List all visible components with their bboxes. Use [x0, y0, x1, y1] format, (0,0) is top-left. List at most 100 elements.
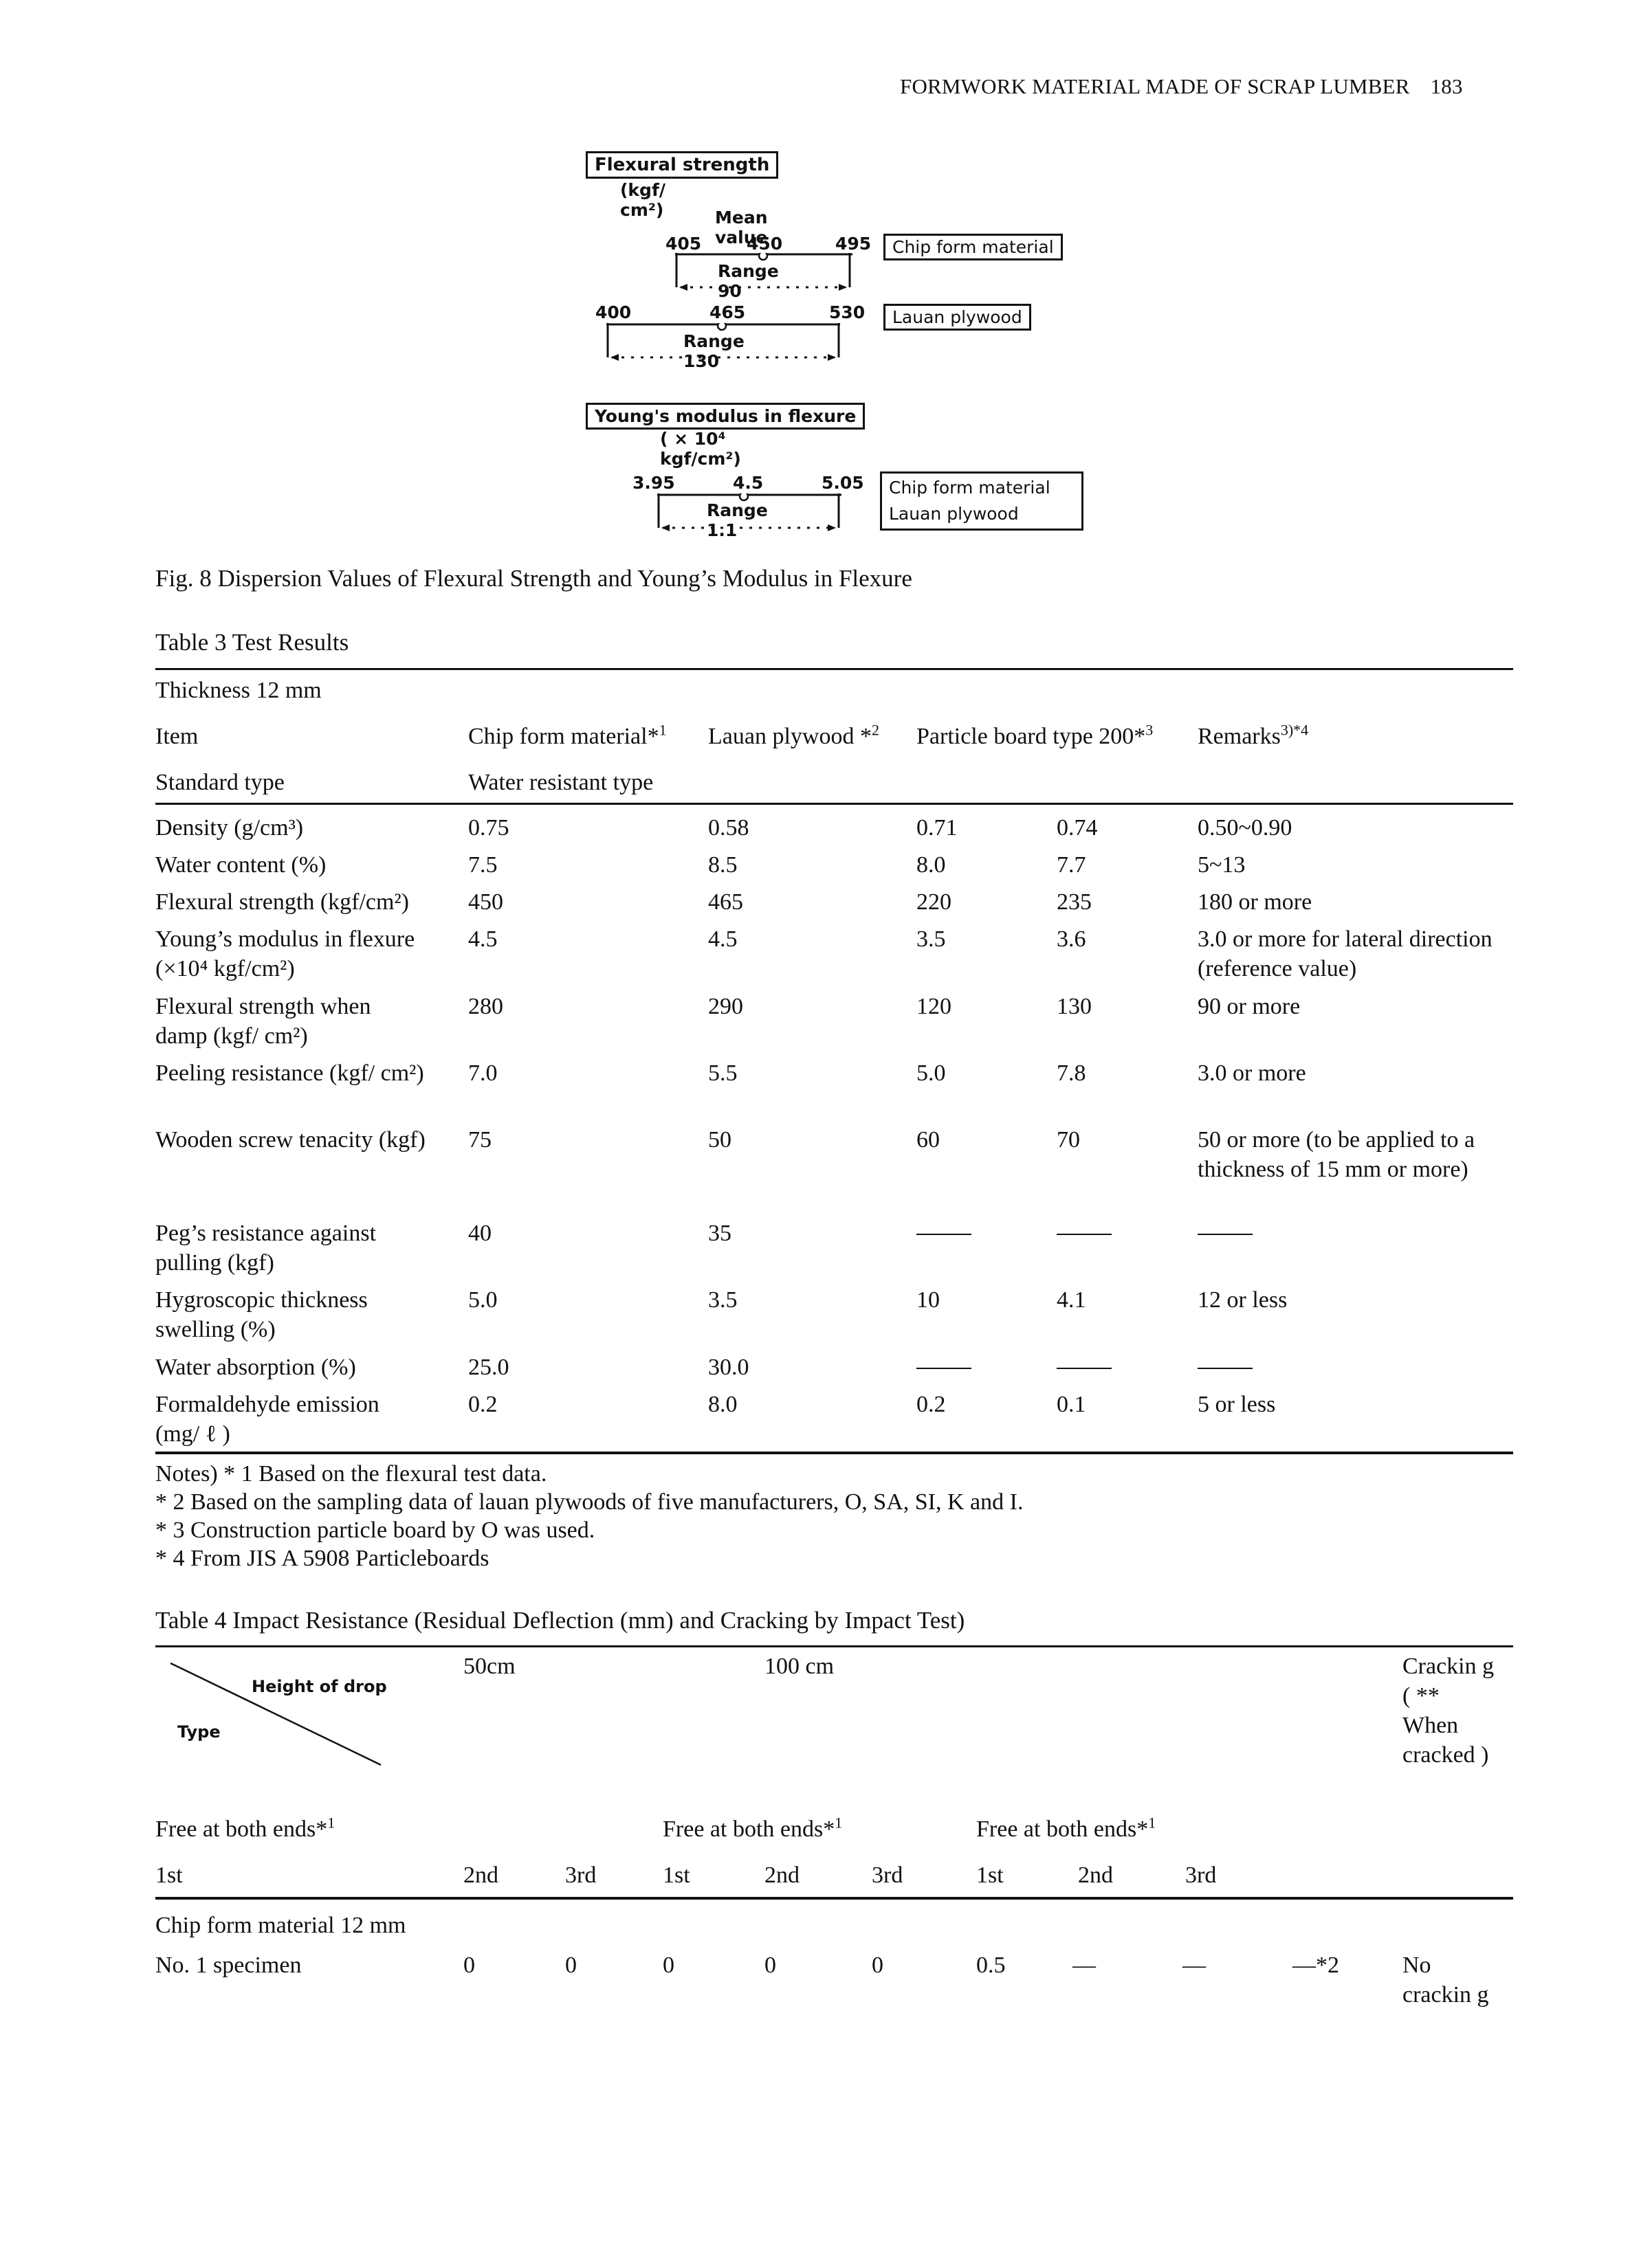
- empty-dash: [1057, 1368, 1112, 1369]
- table3-top-rule: [155, 668, 1513, 670]
- table3-cell-remarks: 90 or more: [1198, 994, 1301, 1019]
- chip-high: 495: [835, 234, 872, 254]
- col-lauan-sup: 2: [871, 721, 879, 739]
- free-ends-1-sup: 1: [327, 1814, 335, 1832]
- table3-cell-remarks: 180 or more: [1198, 889, 1312, 915]
- young-high: 5.05: [822, 473, 864, 493]
- table3-cell-lauan: 4.5: [708, 926, 738, 952]
- col-particle: Particle board type 200*3: [916, 722, 1153, 751]
- flexural-strength-box: Flexural strength: [586, 151, 779, 179]
- table3-cell-pb2: 130: [1057, 994, 1092, 1019]
- table3-cell-pb2: 7.7: [1057, 852, 1086, 878]
- young-range-bracket: [657, 493, 841, 531]
- table3-cell-lauan: 8.0: [708, 1392, 738, 1417]
- col-chip-text: Chip form material*: [468, 724, 659, 749]
- specimen-value: 0: [663, 1953, 674, 1978]
- table3-cell-pb1: 0.2: [916, 1392, 946, 1417]
- table3-cell-pb2: 3.6: [1057, 926, 1086, 952]
- table3-cell-remarks: 5~13: [1198, 852, 1246, 878]
- table-3-title: Table 3 Test Results: [155, 629, 349, 656]
- table3-note: * 4 From JIS A 5908 Particleboards: [155, 1546, 489, 1571]
- table3-cell-item: Formaldehyde emission (mg/ ℓ ): [155, 1392, 379, 1447]
- table3-cell-lauan: 35: [708, 1221, 731, 1246]
- row-water-resistant: Water resistant type: [468, 770, 654, 795]
- table3-cell-item: Hygroscopic thickness swelling (%): [155, 1287, 368, 1342]
- empty-dash: [1057, 1234, 1112, 1235]
- table3-cell-remarks: 50 or more (to be applied to a thickness…: [1198, 1127, 1475, 1182]
- table3-cell-lauan: 465: [708, 889, 743, 915]
- specimen-value: 0.5: [976, 1953, 1006, 1978]
- table3-cell-remarks: 3.0 or more: [1198, 1060, 1306, 1086]
- trial-header: 3rd: [1185, 1863, 1217, 1888]
- empty-dash: [1198, 1234, 1253, 1235]
- figure-8-caption: Fig. 8 Dispersion Values of Flexural Str…: [155, 565, 912, 592]
- table3-cell-chip: 0.75: [468, 815, 509, 841]
- chip-form-material-box: Chip form material: [883, 234, 1063, 260]
- trial-header: 2nd: [463, 1863, 498, 1888]
- lauan-high: 530: [829, 302, 866, 322]
- table3-cell-pb1: 3.5: [916, 926, 946, 952]
- chip-range: Range 90: [718, 261, 779, 301]
- free-ends-2: Free at both ends*1: [663, 1814, 842, 1844]
- flexural-unit: (kgf/ cm²): [620, 180, 665, 220]
- col-lauan: Lauan plywood *2: [708, 722, 879, 751]
- free-ends-3: Free at both ends*1: [976, 1814, 1156, 1844]
- table3-cell-pb2: 0.74: [1057, 815, 1098, 841]
- lauan-plywood-box: Lauan plywood: [883, 304, 1031, 331]
- table3-note: Notes) * 1 Based on the flexural test da…: [155, 1461, 547, 1487]
- young-range: Range 1.1: [707, 500, 768, 540]
- table3-cell-lauan: 8.5: [708, 852, 738, 878]
- free-ends-1: Free at both ends*1: [155, 1814, 335, 1844]
- table3-cell-lauan: 50: [708, 1127, 731, 1153]
- lauan-mean: 465: [709, 302, 746, 322]
- trial-header: 1st: [155, 1863, 183, 1888]
- col-chip: Chip form material*1: [468, 722, 667, 751]
- specimen-value: 0: [463, 1953, 475, 1978]
- lauan-range-bracket: [606, 323, 840, 361]
- col-remarks-text: Remarks: [1198, 724, 1281, 749]
- table3-cell-pb1: 120: [916, 994, 951, 1019]
- table3-cell-pb1: 0.71: [916, 815, 958, 841]
- table4-group: Chip form material 12 mm: [155, 1913, 406, 1938]
- table3-cell-item: Flexural strength (kgf/cm²): [155, 889, 409, 915]
- trial-header: 2nd: [1078, 1863, 1113, 1888]
- height-of-drop-label: Height of drop: [252, 1677, 387, 1696]
- table3-cell-item: Peeling resistance (kgf/ cm²): [155, 1060, 424, 1086]
- empty-dash: [916, 1368, 971, 1369]
- table3-note: * 3 Construction particle board by O was…: [155, 1517, 595, 1543]
- cracking-header: Crackin g ( ** When cracked ): [1402, 1654, 1495, 1768]
- table3-cell-chip: 4.5: [468, 926, 498, 952]
- table3-cell-item: Wooden screw tenacity (kgf): [155, 1127, 426, 1153]
- table3-cell-item: Water content (%): [155, 852, 327, 878]
- free-ends-2-text: Free at both ends*: [663, 1816, 835, 1842]
- table3-cell-lauan: 0.58: [708, 815, 749, 841]
- specimen-value: —: [1182, 1953, 1206, 1978]
- height-50cm: 50cm: [463, 1654, 516, 1679]
- table-4-title: Table 4 Impact Resistance (Residual Defl…: [155, 1607, 965, 1634]
- specimen-value: —*2: [1292, 1953, 1339, 1978]
- table3-cell-pb2: 4.1: [1057, 1287, 1086, 1313]
- table3-cell-item: Density (g/cm³): [155, 815, 304, 841]
- table3-header-rule: [155, 803, 1513, 805]
- youngs-modulus-box: Young's modulus in flexure: [586, 403, 866, 430]
- table3-cell-pb2: 235: [1057, 889, 1092, 915]
- col-particle-text: Particle board type 200*: [916, 724, 1146, 749]
- col-remarks-sup: 3)*4: [1280, 721, 1309, 739]
- specimen-value: 0: [565, 1953, 577, 1978]
- young-label-chip: Chip form material: [889, 478, 1050, 498]
- table3-cell-remarks: 12 or less: [1198, 1287, 1288, 1313]
- table3-cell-pb2: 7.8: [1057, 1060, 1086, 1086]
- chip-range-bracket: [675, 253, 852, 291]
- table3-cell-item: Young’s modulus in flexure (×10⁴ kgf/cm²…: [155, 926, 415, 981]
- specimen-label: No. 1 specimen: [155, 1953, 302, 1978]
- table3-cell-chip: 5.0: [468, 1287, 498, 1313]
- table3-cell-pb2: 70: [1057, 1127, 1080, 1153]
- free-ends-3-text: Free at both ends*: [976, 1816, 1149, 1842]
- specimen-crack: No crackin g: [1402, 1953, 1489, 2008]
- table3-cell-chip: 7.5: [468, 852, 498, 878]
- table3-cell-lauan: 30.0: [708, 1355, 749, 1380]
- lauan-range: Range 130: [683, 331, 745, 371]
- trial-header: 1st: [976, 1863, 1004, 1888]
- table3-cell-pb1: 220: [916, 889, 951, 915]
- table3-cell-pb1: 5.0: [916, 1060, 946, 1086]
